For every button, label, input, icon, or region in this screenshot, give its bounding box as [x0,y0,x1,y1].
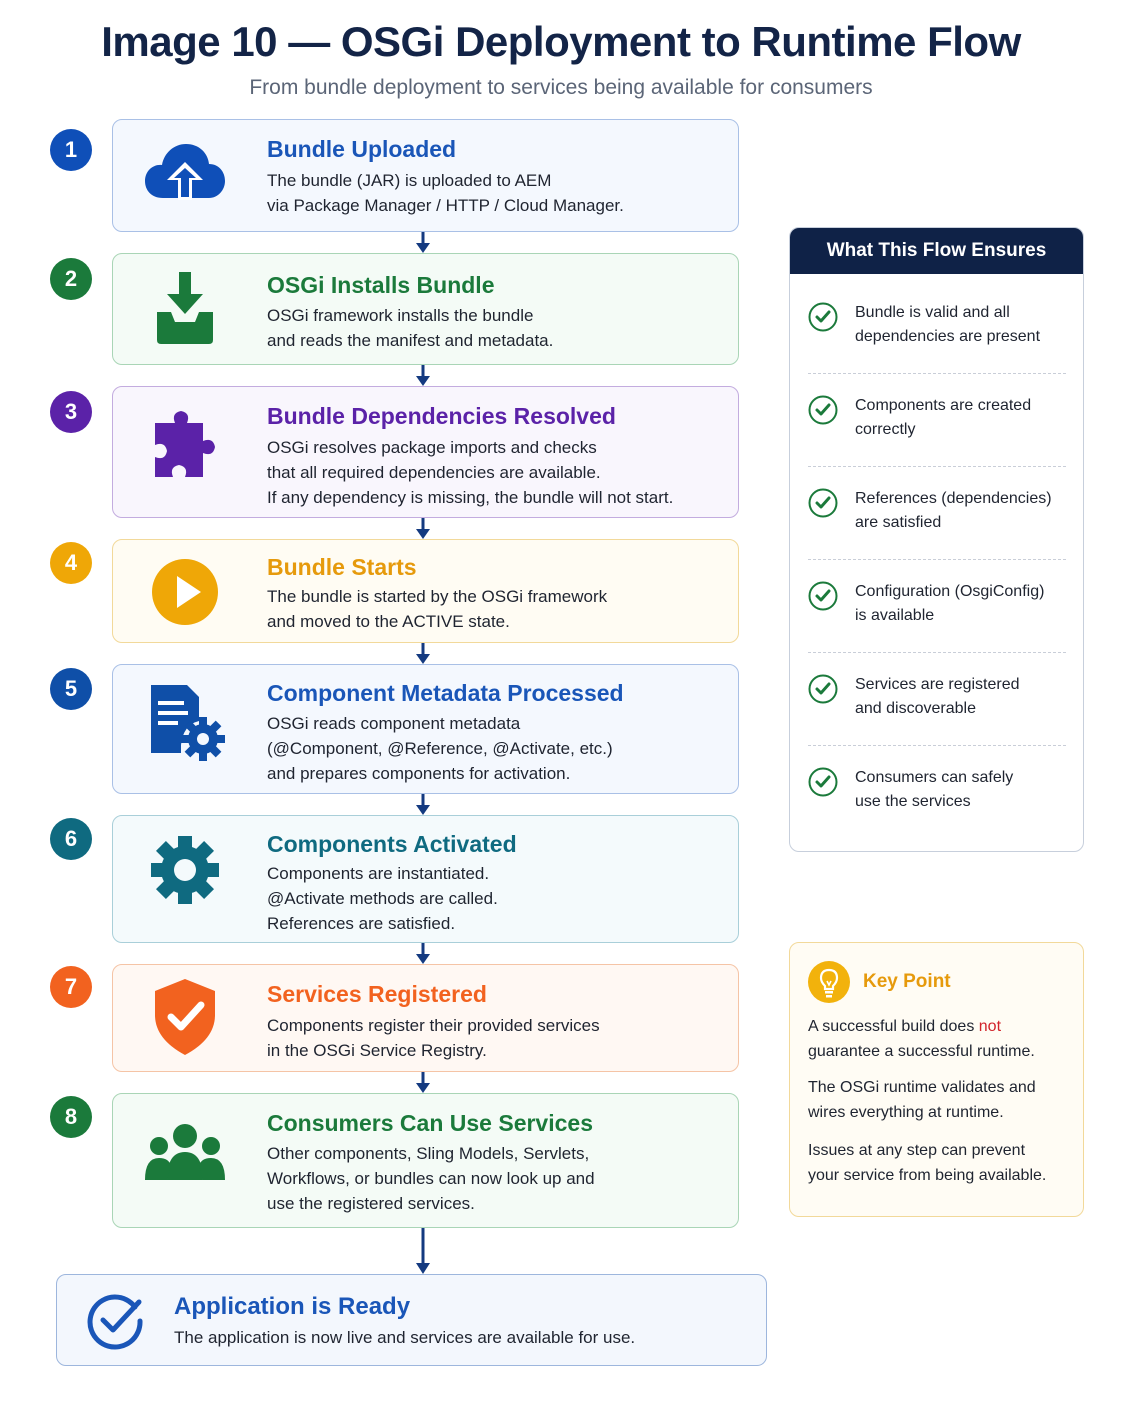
step-title: Consumers Can Use Services [267,1110,593,1136]
step-card-bundle-uploaded: Bundle Uploaded The bundle (JAR) is uplo… [112,119,739,232]
step-card-services-registered: Services Registered Components register … [112,964,739,1072]
step-badge-4: 4 [50,542,92,584]
divider [808,745,1066,746]
key-point-paragraph: The OSGi runtime validates and wires eve… [808,1079,1036,1121]
final-description: The application is now live and services… [174,1328,636,1347]
ensure-text: Configuration (OsgiConfig)is available [855,583,1045,624]
step-description: OSGi framework installs the bundle and r… [267,306,554,350]
flow-arrow [416,794,430,815]
step-card-component-metadata: Component Metadata Processed OSGi reads … [112,664,739,794]
final-title: Application is Ready [174,1293,411,1320]
divider [808,652,1066,653]
ensure-item: References (dependencies)are satisfied [808,470,1070,563]
step-description: OSGi resolves package imports and checks… [267,438,674,507]
check-icon [808,395,838,425]
lightbulb-icon [808,961,850,1003]
step-title: Components Activated [267,831,517,857]
step-description: Components are instantiated. @Activate m… [267,864,498,933]
step-card-osgi-installs-bundle: OSGi Installs Bundle OSGi framework inst… [112,253,739,365]
download-tray-icon [157,272,213,344]
step-card-bundle-starts: Bundle Starts The bundle is started by t… [112,539,739,643]
key-point-paragraph: Issues at any step can prevent your serv… [808,1142,1047,1184]
key-point-title: Key Point [863,971,951,992]
key-point-paragraph: A successful build does not guarantee a … [808,1018,1035,1060]
check-icon [808,488,838,518]
step-description: Other components, Sling Models, Servlets… [267,1144,595,1213]
step-description: The bundle is started by the OSGi framew… [267,587,608,631]
flow-arrow [416,943,430,964]
flow-arrow [416,1072,430,1093]
flow-arrow [416,518,430,539]
step-card-consumers-use-services: Consumers Can Use Services Other compone… [112,1093,739,1228]
step-badge-2: 2 [50,258,92,300]
step-badge-3: 3 [50,391,92,433]
step-description: Components register their provided servi… [267,1016,600,1060]
ensure-text: References (dependencies)are satisfied [855,490,1052,531]
step-badge-6: 6 [50,818,92,860]
check-circle-icon [87,1294,143,1350]
ensure-item: Configuration (OsgiConfig)is available [808,563,1070,656]
step-badge-5: 5 [50,668,92,710]
highlight-not: not [978,1018,1002,1035]
flow-arrow [416,643,430,664]
users-icon [145,1124,225,1180]
step-description: OSGi reads component metadata (@Componen… [267,714,613,783]
step-title: Component Metadata Processed [267,680,624,706]
page-subtitle: From bundle deployment to services being… [249,76,873,99]
cloud-upload-icon [145,144,225,200]
step-title: OSGi Installs Bundle [267,272,495,298]
check-icon [808,302,838,332]
flow-arrow [416,365,430,386]
flow-arrow [416,1228,430,1274]
check-icon [808,581,838,611]
divider [808,373,1066,374]
check-icon [808,767,838,797]
gear-icon [151,836,219,904]
application-ready-card: Application is Ready The application is … [56,1274,767,1366]
document-gear-icon [151,685,225,761]
step-title: Bundle Starts [267,554,417,580]
play-icon [152,559,218,625]
step-title: Bundle Uploaded [267,136,457,162]
step-title: Services Registered [267,981,487,1007]
ensures-panel: What This Flow Ensures Bundle is valid a… [789,227,1084,852]
divider [808,466,1066,467]
divider [808,559,1066,560]
step-title: Bundle Dependencies Resolved [267,403,616,429]
step-card-dependencies-resolved: Bundle Dependencies Resolved OSGi resolv… [112,386,739,518]
step-description: The bundle (JAR) is uploaded to AEM via … [267,171,624,215]
shield-check-icon [155,979,215,1055]
flow-arrow [416,232,430,253]
step-badge-8: 8 [50,1096,92,1138]
page-title: Image 10 — OSGi Deployment to Runtime Fl… [101,18,1021,65]
check-icon [808,674,838,704]
step-badge-7: 7 [50,966,92,1008]
ensures-title: What This Flow Ensures [790,228,1083,274]
key-point-panel: Key Point A successful build does not gu… [789,942,1084,1217]
step-card-components-activated: Components Activated Components are inst… [112,815,739,943]
puzzle-icon [155,411,215,477]
step-badge-1: 1 [50,129,92,171]
